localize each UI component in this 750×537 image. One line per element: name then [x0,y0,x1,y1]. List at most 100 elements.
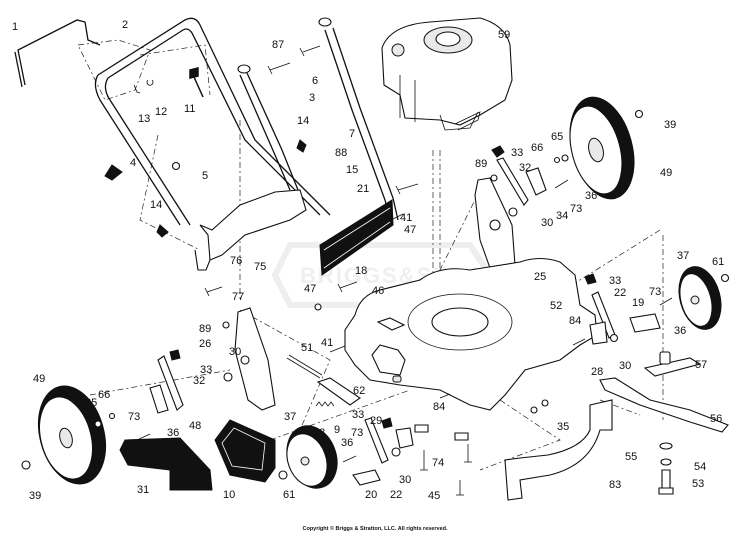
bolt-icon [420,450,428,471]
part-label-29: 29 [370,415,382,427]
part-label-25: 25 [534,271,546,283]
axle-bracket-right [629,313,661,333]
height-adjuster-plate-left [234,307,276,411]
part-label-39: 39 [664,119,676,131]
adjuster-lever [496,157,529,206]
part-label-33: 33 [352,409,364,421]
knob-icon [296,139,307,153]
spacer-icon [414,424,429,433]
part-label-89: 89 [475,158,487,170]
bolt-icon [342,455,357,463]
nut-icon [530,406,538,414]
part-label-77: 77 [232,291,244,303]
part-label-53: 53 [692,478,704,490]
part-label-32: 32 [519,162,531,174]
spacer-icon [454,432,469,441]
upper-handle [97,17,331,216]
part-label-48: 48 [189,420,201,432]
washer-icon [94,420,102,428]
blade-adapter [643,357,702,377]
upper-handle-left-arm [94,74,191,226]
part-label-1: 1 [12,21,18,33]
part-label-41: 41 [400,212,412,224]
part-label-87: 87 [272,39,284,51]
bolt-icon [456,480,464,496]
part-label-30: 30 [541,217,553,229]
bolt-icon [299,45,321,57]
cable-clip-icon [189,67,204,98]
part-label-41: 41 [321,337,333,349]
part-label-12: 12 [155,106,167,118]
adjuster-plate [395,427,414,449]
part-label-4: 4 [130,157,136,169]
part-label-21: 21 [357,183,369,195]
baffle [504,399,613,501]
handle-cap-icon [237,64,251,74]
axle-bracket [525,167,547,196]
part-label-36: 36 [585,190,597,202]
part-label-65: 65 [85,397,97,409]
part-label-28: 28 [591,366,603,378]
part-label-20: 20 [365,489,377,501]
axle-bracket-left [149,384,169,414]
part-label-26: 26 [199,338,211,350]
part-label-75: 75 [254,261,266,273]
hub-icon [240,355,250,365]
knob-icon [104,164,123,181]
bolt-icon [337,281,358,293]
part-label-30: 30 [619,360,631,372]
bolt-icon [464,444,472,463]
nut-icon [541,399,549,407]
part-label-74: 74 [432,457,444,469]
part-label-35: 35 [557,421,569,433]
handle-cap-icon [318,17,332,27]
adjuster-plate [589,321,608,345]
part-label-22: 22 [614,287,626,299]
rear-wheel-left [37,385,107,485]
bolt-icon [329,345,346,353]
part-label-84: 84 [433,401,445,413]
bail-wire [14,19,101,88]
part-label-18: 18 [355,265,367,277]
nut-icon [391,447,401,457]
part-label-7: 7 [349,128,355,140]
part-label-59: 59 [498,29,510,41]
nut-icon [490,174,498,182]
washer-icon [561,154,569,162]
part-label-13: 13 [138,113,150,125]
nut-icon [223,372,233,382]
nut-icon [314,303,322,311]
part-label-37: 37 [284,411,296,423]
blade-bolt-icon [658,469,674,495]
part-label-88: 88 [335,147,347,159]
mulch-plug [214,419,276,483]
part-label-73: 73 [649,286,661,298]
part-label-61: 61 [283,489,295,501]
cutting-blade [599,377,729,433]
mower-deck [344,257,598,411]
adjuster-lever-front [364,417,389,464]
part-label-15: 15 [346,164,358,176]
part-label-3: 3 [309,92,315,104]
part-label-47: 47 [404,224,416,236]
part-label-5: 5 [202,170,208,182]
part-label-31: 31 [137,484,149,496]
adjuster-lever-left [157,355,184,411]
bolt-icon [439,393,451,399]
part-label-57: 57 [695,359,707,371]
front-wheel-right [678,266,722,330]
nut-icon [634,109,644,119]
part-label-22: 22 [390,489,402,501]
knob-icon [156,224,169,238]
clip-icon [133,79,154,94]
part-label-73: 73 [128,411,140,423]
part-label-36: 36 [167,427,179,439]
part-label-62: 62 [353,385,365,397]
nut-icon [609,333,619,343]
nut-icon [21,460,31,470]
nut-icon [508,207,518,217]
side-discharge-cover [119,437,213,491]
part-label-66: 66 [531,142,543,154]
part-label-83: 83 [609,479,621,491]
